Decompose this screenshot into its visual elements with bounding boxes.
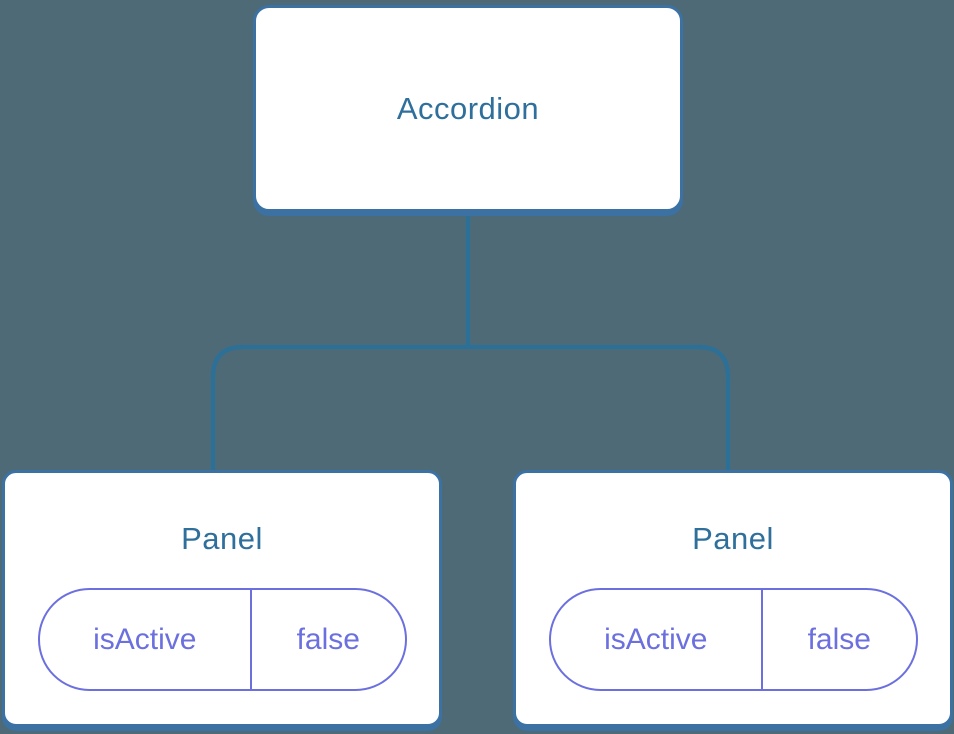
prop-pill: isActive false: [37, 588, 407, 691]
tree-node-accordion: Accordion: [253, 5, 683, 212]
panel-node-label: Panel: [181, 521, 263, 556]
accordion-node-label: Accordion: [396, 90, 540, 126]
tree-node-panel-right: Panel isActive false: [513, 470, 953, 727]
prop-pill: isActive false: [548, 588, 918, 691]
prop-value-label: false: [250, 590, 404, 689]
panel-node-label: Panel: [692, 521, 774, 556]
prop-value-label: false: [761, 590, 915, 689]
connector-branch-path: [210, 344, 731, 473]
tree-node-panel-left: Panel isActive false: [2, 470, 442, 727]
prop-name-label: isActive: [604, 622, 708, 656]
prop-name-label: isActive: [93, 622, 197, 656]
